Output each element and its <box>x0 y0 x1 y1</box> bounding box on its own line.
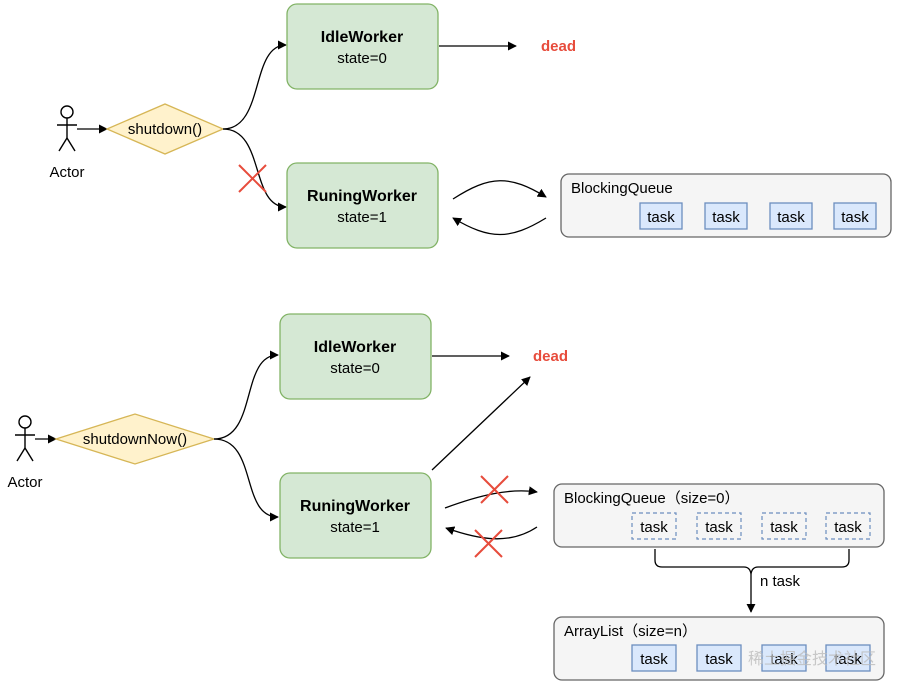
bottom-queue-task-label: task <box>705 519 733 536</box>
bottom-list-task <box>761 644 807 672</box>
bottom-queue-to-running-arrow <box>445 526 538 540</box>
bottom-running-worker-box <box>279 472 432 559</box>
top-queue-task <box>769 202 813 230</box>
bottom-queue-task-empty <box>761 512 807 540</box>
bottom-queue-task-label: task <box>834 519 862 536</box>
top-blocked-cross-icon <box>238 164 267 193</box>
bottom-idle-worker-box <box>279 313 432 400</box>
bottom-action-label: shutdownNow() <box>83 431 187 448</box>
top-queue-to-running-arrow <box>452 217 547 236</box>
bottom-idle-worker-state: state=0 <box>330 360 380 377</box>
bottom-list-tasks: task task task task <box>631 644 871 672</box>
top-to-idle-arrow <box>222 40 287 130</box>
bottom-queue-task-empty <box>825 512 871 540</box>
bottom-list-task-label: task <box>705 651 733 668</box>
bottom-transfer-label: n task <box>760 573 801 590</box>
bottom-running-worker-state: state=1 <box>330 519 380 536</box>
bottom-blocked-cross-icon <box>480 475 509 504</box>
bottom-to-idle-arrow <box>213 350 279 440</box>
bottom-actor-label: Actor <box>7 474 42 491</box>
top-idle-worker-state: state=0 <box>337 50 387 67</box>
top-queue-task-label: task <box>841 209 869 226</box>
bottom-actor-icon <box>15 415 35 462</box>
bottom-running-worker-title: RuningWorker <box>300 498 410 515</box>
bottom-list-task-label: task <box>834 651 862 668</box>
top-idle-worker-box <box>286 3 439 90</box>
top-queue-task <box>704 202 748 230</box>
bottom-blocked-cross-icon <box>474 529 503 558</box>
top-running-worker-box <box>286 162 439 249</box>
bottom-transfer-brace <box>654 549 850 575</box>
bottom-list-task <box>631 644 677 672</box>
bottom-queue-task-empty <box>696 512 742 540</box>
top-to-running-arrow <box>222 128 287 212</box>
bottom-dead-label: dead <box>533 348 568 365</box>
bottom-running-to-dead-arrow <box>431 376 531 471</box>
bottom-list-task <box>825 644 871 672</box>
bottom-list-task-label: task <box>770 651 798 668</box>
top-running-worker-state: state=1 <box>337 209 387 226</box>
bottom-queue-task-label: task <box>770 519 798 536</box>
top-idle-worker-title: IdleWorker <box>321 29 403 46</box>
bottom-list-task-label: task <box>640 651 668 668</box>
bottom-running-to-queue-arrow <box>444 486 538 509</box>
top-actor-icon <box>57 105 77 152</box>
top-queue-task-label: task <box>647 209 675 226</box>
bottom-idle-worker-title: IdleWorker <box>314 339 396 356</box>
top-queue-task <box>639 202 683 230</box>
top-actor-label: Actor <box>49 164 84 181</box>
bottom-list-title: ArrayList（size=n） <box>564 623 697 640</box>
top-queue-tasks: task task task task <box>639 202 877 230</box>
bottom-queue-title: BlockingQueue（size=0） <box>564 490 740 507</box>
bottom-queue-task-empty <box>631 512 677 540</box>
bottom-queue-tasks: task task task task <box>631 512 871 540</box>
top-running-to-queue-arrow <box>452 180 547 200</box>
bottom-list-task <box>696 644 742 672</box>
bottom-queue-task-label: task <box>640 519 668 536</box>
watermark: 稀土掘金技术社区 <box>748 649 876 668</box>
bottom-to-running-arrow <box>213 438 279 522</box>
top-queue-task-label: task <box>777 209 805 226</box>
top-dead-label: dead <box>541 38 576 55</box>
top-queue-task <box>833 202 877 230</box>
top-running-worker-title: RuningWorker <box>307 188 417 205</box>
top-action-label: shutdown() <box>128 121 202 138</box>
top-queue-title: BlockingQueue <box>571 180 673 197</box>
top-queue-task-label: task <box>712 209 740 226</box>
